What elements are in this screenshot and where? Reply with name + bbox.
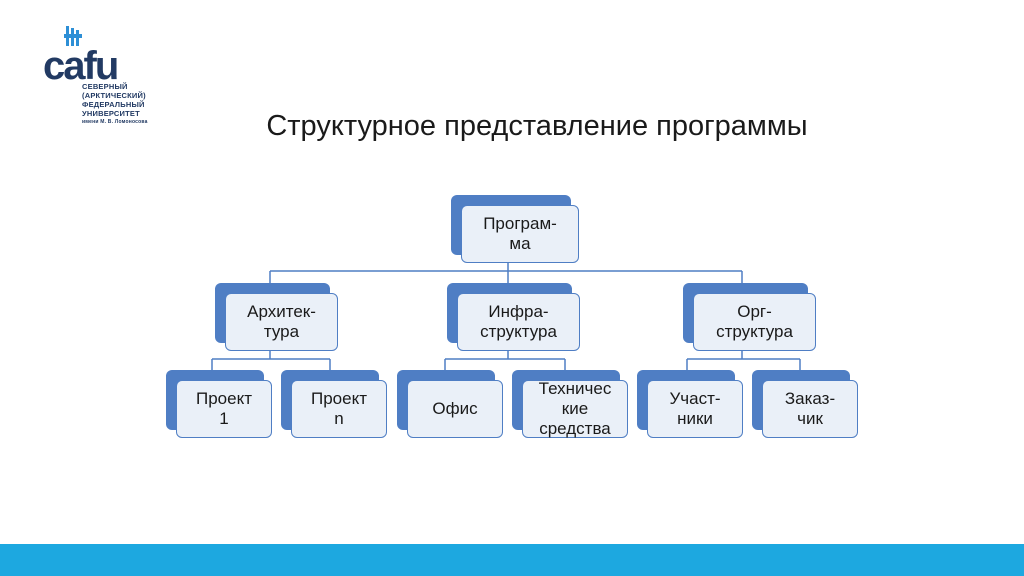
node-label: Инфра- структура [480, 302, 557, 341]
node-label: Програм- ма [483, 214, 557, 253]
node-project-1: Проект 1 [166, 370, 272, 438]
node-box: Заказ- чик [762, 380, 858, 438]
node-root: Програм- ма [451, 195, 579, 263]
node-org-structure: Орг- структура [683, 283, 816, 351]
node-label: Участ- ники [669, 389, 721, 428]
logo-line: УНИВЕРСИТЕТ [82, 109, 140, 118]
node-architecture: Архитек- тура [215, 283, 338, 351]
node-label: Проект n [311, 389, 367, 428]
node-label: Орг- структура [716, 302, 793, 341]
node-box: Проект n [291, 380, 387, 438]
slide-title: Структурное представление программы [266, 110, 808, 142]
node-technical-means: Техничес кие средства [512, 370, 628, 438]
node-box: Техничес кие средства [522, 379, 628, 438]
node-box: Архитек- тура [225, 293, 338, 351]
node-label: Проект 1 [196, 389, 252, 428]
node-box: Офис [407, 380, 503, 438]
node-customer: Заказ- чик [752, 370, 858, 438]
logo-mark-icon [64, 26, 82, 46]
logo-word: cafu [43, 44, 119, 88]
node-label: Офис [432, 399, 478, 418]
node-office: Офис [397, 370, 503, 438]
logo-line: ФЕДЕРАЛЬНЫЙ [82, 100, 145, 109]
logo-line: имени М. В. Ломоносова [82, 119, 148, 125]
node-participants: Участ- ники [637, 370, 743, 438]
node-infrastructure: Инфра- структура [447, 283, 580, 351]
node-box: Инфра- структура [457, 293, 580, 351]
logo-text: СЕВЕРНЫЙ (АРКТИЧЕСКИЙ) ФЕДЕРАЛЬНЫЙ УНИВЕ… [82, 82, 150, 126]
footer-bar [0, 544, 1024, 576]
node-project-n: Проект n [281, 370, 387, 438]
node-box: Участ- ники [647, 380, 743, 438]
university-logo: cafu СЕВЕРНЫЙ (АРКТИЧЕСКИЙ) ФЕДЕРАЛЬНЫЙ … [40, 26, 170, 156]
node-box: Орг- структура [693, 293, 816, 351]
node-box: Проект 1 [176, 380, 272, 438]
node-box: Програм- ма [461, 205, 579, 263]
node-label: Архитек- тура [247, 302, 316, 341]
node-label: Техничес кие средства [538, 379, 612, 438]
logo-line: СЕВЕРНЫЙ [82, 82, 128, 91]
node-label: Заказ- чик [784, 389, 836, 428]
logo-line: (АРКТИЧЕСКИЙ) [82, 91, 146, 100]
